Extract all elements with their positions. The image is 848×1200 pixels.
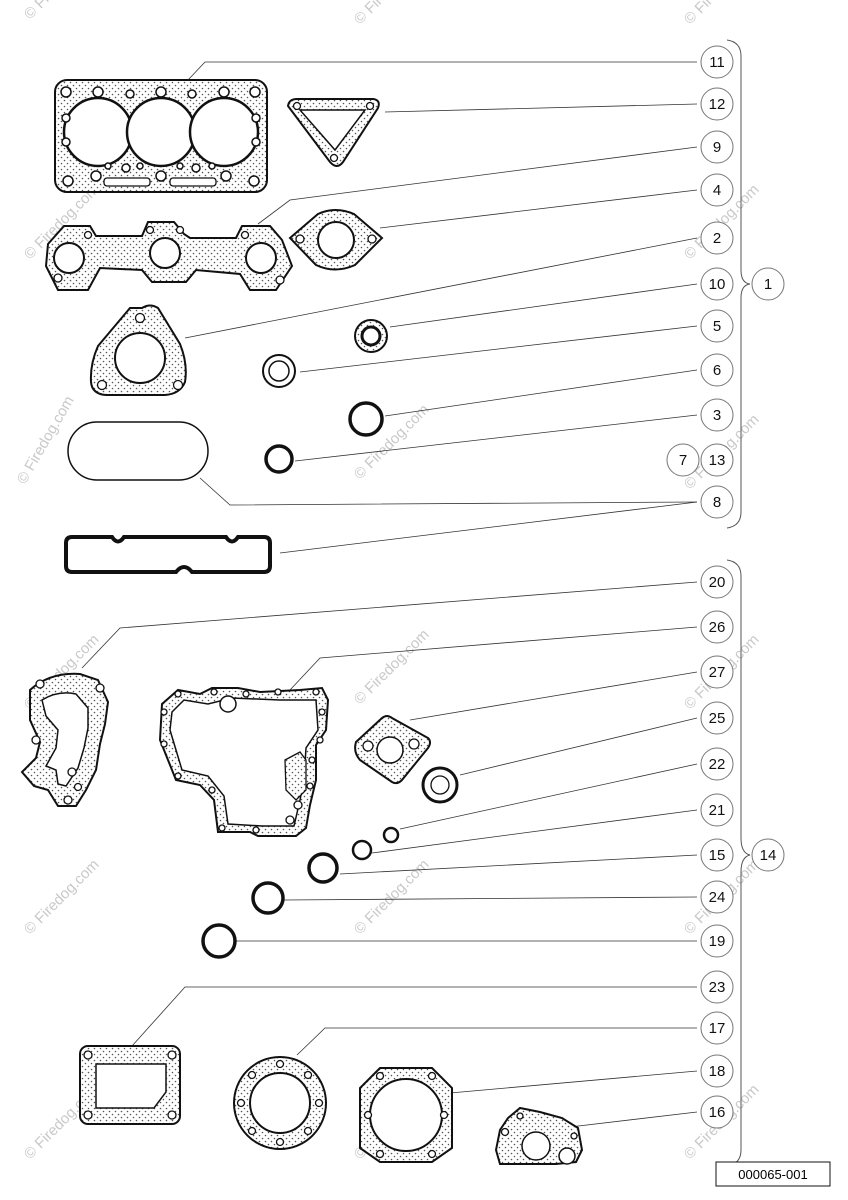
thermostat-gasket — [89, 304, 187, 396]
callout-22: 22 — [700, 747, 734, 781]
callout-16: 16 — [700, 1095, 734, 1129]
callout-2: 2 — [700, 221, 734, 255]
callout-19: 19 — [700, 924, 734, 958]
o-ring-15 — [307, 852, 339, 884]
callout-12: 12 — [700, 87, 734, 121]
callout-24: 24 — [700, 880, 734, 914]
o-ring-21 — [351, 839, 373, 861]
watermark: © Firedog.com — [351, 856, 433, 938]
callout-label: 16 — [709, 1104, 726, 1121]
callout-label: 10 — [709, 276, 726, 293]
cylinder-head-gasket — [54, 79, 268, 193]
callout-label: 20 — [709, 574, 726, 591]
callout-label: 22 — [709, 756, 726, 773]
callout-label: 1 — [764, 276, 772, 293]
callout-27: 27 — [700, 655, 734, 689]
rocker-cover-gasket — [64, 535, 272, 574]
watermark: © Firedog.com — [14, 393, 78, 487]
callout-label: 13 — [709, 452, 726, 469]
callout-7: 7 — [666, 443, 700, 477]
callout-11: 11 — [700, 45, 734, 79]
callout-1: 1 — [751, 267, 785, 301]
callout-20: 20 — [700, 565, 734, 599]
callout-label: 18 — [709, 1063, 726, 1080]
callout-label: 17 — [709, 1020, 726, 1037]
callout-label: 11 — [709, 54, 725, 71]
oval-seal-ring — [67, 421, 209, 481]
callout-label: 5 — [713, 318, 721, 335]
callout-label: 25 — [709, 710, 726, 727]
callout-label: 14 — [760, 847, 777, 864]
o-ring-5 — [262, 354, 296, 388]
reference-number: 000065-001 — [738, 1167, 807, 1182]
o-ring-25 — [421, 766, 459, 804]
reference-number-box: 000065-001 — [715, 1161, 831, 1187]
callout-17: 17 — [700, 1011, 734, 1045]
callout-label: 19 — [709, 933, 726, 950]
callout-5: 5 — [700, 309, 734, 343]
o-ring-24 — [251, 881, 285, 915]
callout-26: 26 — [700, 610, 734, 644]
callout-4: 4 — [700, 173, 734, 207]
callout-label: 23 — [709, 979, 726, 996]
o-ring-22 — [382, 826, 400, 844]
callout-label: 15 — [709, 847, 726, 864]
o-ring-6 — [348, 401, 384, 437]
callout-14: 14 — [751, 838, 785, 872]
watermark: © Firedog.com — [351, 0, 433, 28]
callout-label: 2 — [713, 230, 721, 247]
watermark: © Firedog.com — [21, 856, 103, 938]
brace-group-1 — [726, 39, 751, 529]
timing-cover-gasket — [158, 686, 330, 837]
callout-25: 25 — [700, 701, 734, 735]
callout-label: 4 — [713, 182, 721, 199]
callout-15: 15 — [700, 838, 734, 872]
callout-8: 8 — [700, 485, 734, 519]
watermark: © Firedog.com — [351, 626, 433, 708]
seal-ring-10 — [354, 319, 388, 353]
octagonal-gasket — [359, 1067, 453, 1163]
callout-6: 6 — [700, 353, 734, 387]
leader-lines — [81, 61, 698, 1128]
watermark: © Firedog.com — [681, 0, 763, 28]
group-braces — [726, 39, 751, 1167]
callout-21: 21 — [700, 793, 734, 827]
callout-9: 9 — [700, 130, 734, 164]
flange-gasket — [288, 209, 384, 271]
rectangular-cover-gasket — [79, 1045, 181, 1125]
watermark: © Firedog.com — [21, 0, 103, 23]
callout-label: 27 — [709, 664, 726, 681]
round-flange-gasket — [233, 1056, 327, 1150]
callout-label: 12 — [709, 96, 726, 113]
triangular-gasket — [286, 98, 380, 167]
watermark: © Firedog.com — [351, 401, 433, 483]
callout-label: 8 — [713, 494, 721, 511]
callouts: 11 12 9 4 2 10 5 6 3 7 13 8 1 20 26 27 2… — [666, 45, 785, 1129]
callout-label: 24 — [709, 889, 726, 906]
square-flange-gasket — [354, 715, 431, 785]
callout-label: 26 — [709, 619, 726, 636]
o-ring-3 — [264, 444, 294, 474]
callout-18: 18 — [700, 1054, 734, 1088]
callout-label: 21 — [709, 802, 726, 819]
callout-label: 9 — [713, 139, 721, 156]
callout-23: 23 — [700, 970, 734, 1004]
callout-3: 3 — [700, 398, 734, 432]
callout-label: 7 — [679, 452, 687, 469]
callout-13: 13 — [700, 443, 734, 477]
o-ring-19 — [201, 923, 237, 959]
callout-label: 6 — [713, 362, 721, 379]
water-pump-gasket — [20, 672, 110, 807]
small-housing-gasket — [494, 1106, 584, 1165]
callout-label: 3 — [713, 407, 721, 424]
brace-group-14 — [726, 559, 751, 1167]
callout-10: 10 — [700, 267, 734, 301]
exhaust-manifold-gasket — [44, 221, 294, 291]
